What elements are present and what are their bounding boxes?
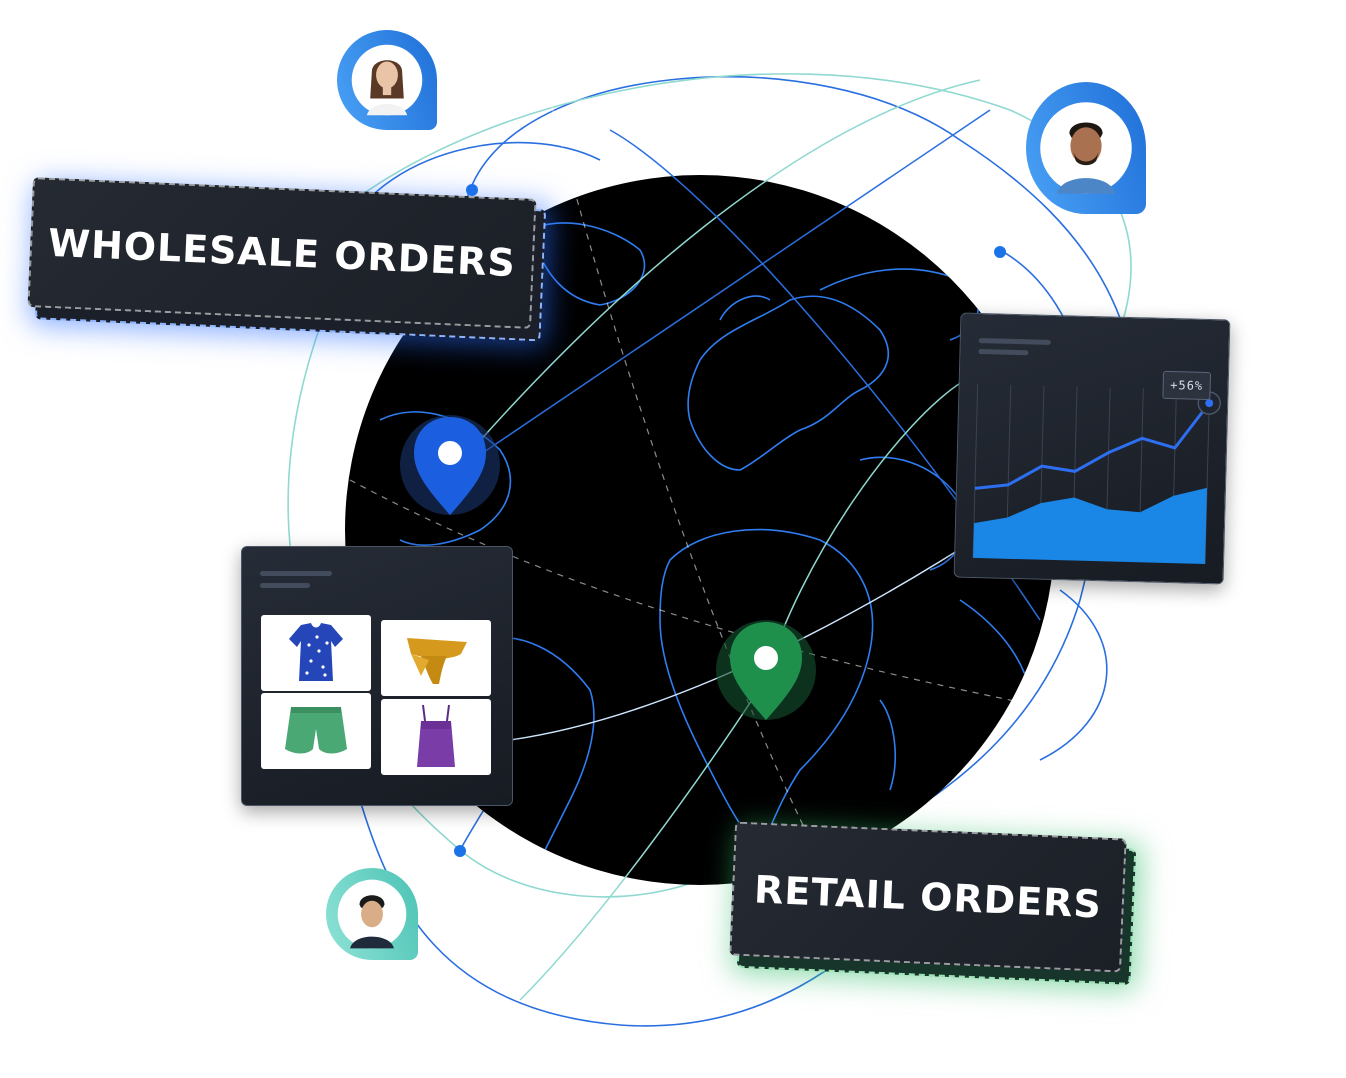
catalog-item [381,699,491,775]
catalog-item [381,620,491,696]
man-avatar-icon [326,868,418,960]
growth-percent-badge: +56% [1162,370,1212,401]
catalog-item [261,615,371,691]
sales-growth-card: +56% [953,312,1231,585]
wholesale-orders-tag: WHOLESALE ORDERS [27,177,547,342]
yellow-skirt-icon [407,638,467,684]
man-avatar-icon [1026,82,1146,214]
globe [345,175,1055,885]
retail-orders-tag: RETAIL ORDERS [729,821,1137,985]
catalog-item [261,693,371,769]
point-marker [1205,399,1214,408]
woman-avatar-icon [337,30,437,130]
area-series [973,487,1208,564]
location-pin-icon [716,620,816,720]
polka-dot-blouse-icon [289,623,343,681]
location-pin-icon [400,415,500,515]
grid-line [1204,390,1211,565]
product-catalog-card [241,546,513,806]
line-series [974,402,1211,490]
purple-camisole-icon [417,704,455,767]
growth-chart [972,383,1221,565]
green-shorts-icon [285,707,347,754]
